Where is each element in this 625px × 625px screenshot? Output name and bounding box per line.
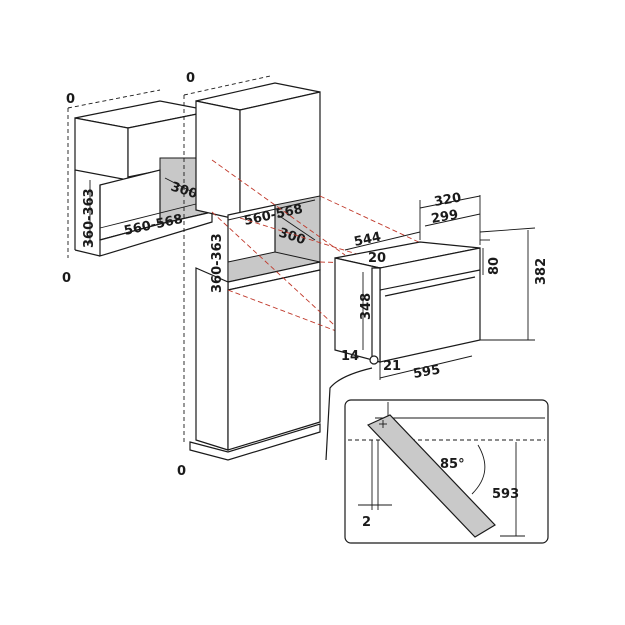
- dim-door-open-height: 593: [492, 487, 519, 502]
- dim-oven-body-height: 348: [359, 293, 374, 320]
- oven: [334, 195, 536, 380]
- dim-oven-panel-height: 80: [487, 257, 502, 275]
- dim-column-gap-top: 0: [186, 71, 195, 86]
- dim-column-niche-height: 360-363: [210, 233, 225, 293]
- dim-oven-total-height: 382: [534, 258, 549, 285]
- dim-oven-depth-total: 320: [433, 190, 462, 209]
- dim-wall-gap-top: 0: [66, 92, 75, 107]
- dim-door-gap: 2: [362, 515, 371, 530]
- dim-wall-gap-bottom: 0: [62, 271, 71, 286]
- oven-door-open: [366, 414, 496, 538]
- crosshair-icon: [379, 420, 387, 428]
- dim-oven-depth-body: 299: [430, 207, 459, 226]
- oven-foot: [369, 355, 379, 365]
- dim-oven-bottom-offset: 21: [383, 359, 401, 374]
- tall-column: [183, 75, 321, 461]
- dim-oven-front-width: 595: [412, 362, 441, 381]
- dim-oven-width-body: 544: [353, 230, 383, 250]
- dim-door-angle: 85°: [440, 457, 465, 472]
- dim-oven-side-offset: 14: [341, 349, 359, 364]
- dim-wall-niche-height: 360-363: [82, 188, 97, 248]
- door-detail-callout: [325, 367, 549, 544]
- dim-column-gap-bottom: 0: [177, 464, 186, 479]
- dim-oven-front-top: 20: [368, 251, 386, 266]
- callout-frame: [344, 399, 549, 544]
- wall-cabinet: [67, 89, 213, 258]
